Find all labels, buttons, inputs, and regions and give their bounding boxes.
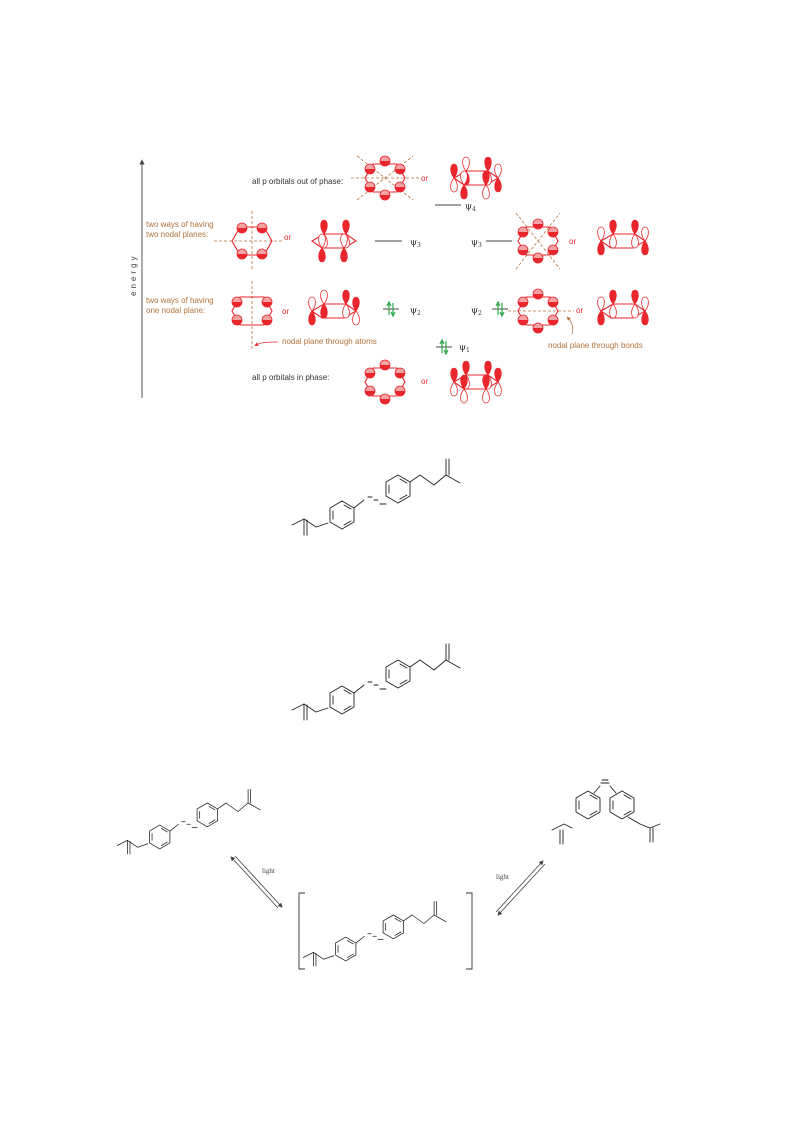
or-word: or [282,307,289,316]
scheme-trans-left [117,789,260,854]
or-word: or [421,174,428,183]
psi2-electrons-right [491,301,509,317]
psi4-subscript: 4 [472,206,476,213]
psi3-side-view-left [311,219,357,263]
through-bonds-arrow [566,316,574,335]
psi4-symbol: ψ [465,202,472,212]
mo-diagram: energy all p orbitals out of phase: or ψ… [129,155,649,405]
psi2-subscript-left: 2 [417,310,421,317]
or-word: or [576,306,583,315]
scheme-cis-right [551,779,661,845]
two-nodal-line1: two ways of having [146,220,214,229]
psi1-subscript: 1 [466,347,470,354]
psi2-subscript-right: 2 [478,310,482,317]
psi4-side-view [450,156,502,200]
through-atoms-label: nodal plane through atoms [282,337,377,346]
psi3-symbol-right: ψ [471,238,478,248]
psi2-electrons-left [382,301,400,317]
psi1-symbol: ψ [459,343,466,353]
equilibrium-arrows-left [230,855,283,909]
intermediate-brackets [298,892,473,970]
light-label-left: light [262,867,275,875]
psi3-top-view-right [515,212,561,270]
psi2-side-view-left [308,289,360,326]
two-nodal-line2: two nodal planes: [146,230,208,239]
psi2-symbol-left: ψ [410,306,417,316]
energy-axis-label: energy [129,254,138,296]
or-word: or [421,377,428,386]
in-phase-label: all p orbitals in phase: [252,373,329,382]
psi3-subscript-right: 3 [478,242,482,249]
psi3-subscript-left: 3 [417,242,421,249]
psi2-symbol-right: ψ [471,306,478,316]
psi1-side-view [450,360,502,404]
psi2-side-view-right [597,289,649,326]
psi3-symbol-left: ψ [410,238,417,248]
equilibrium-arrows-right [495,860,546,916]
one-nodal-line2: one nodal plane: [146,306,205,315]
psi1-top-view [364,359,406,405]
or-word: or [284,233,291,242]
one-nodal-line1: two ways of having [146,296,214,305]
or-word: or [569,237,576,246]
psi2-top-view-left [231,281,273,351]
psi4-top-view [351,155,419,201]
through-bonds-label: nodal plane through bonds [548,341,643,350]
molecule-azobenzene-2 [292,644,460,720]
psi3-top-view-left [214,211,282,271]
psi2-top-view-right [508,288,574,334]
psi3-side-view-right [597,219,649,256]
scheme-intermediate [303,901,446,966]
out-of-phase-label: all p orbitals out of phase: [252,177,343,186]
through-atoms-arrow [254,341,279,346]
light-label-right: light [496,873,509,881]
psi1-electrons [435,339,453,355]
molecule-azobenzene-1 [292,459,460,535]
